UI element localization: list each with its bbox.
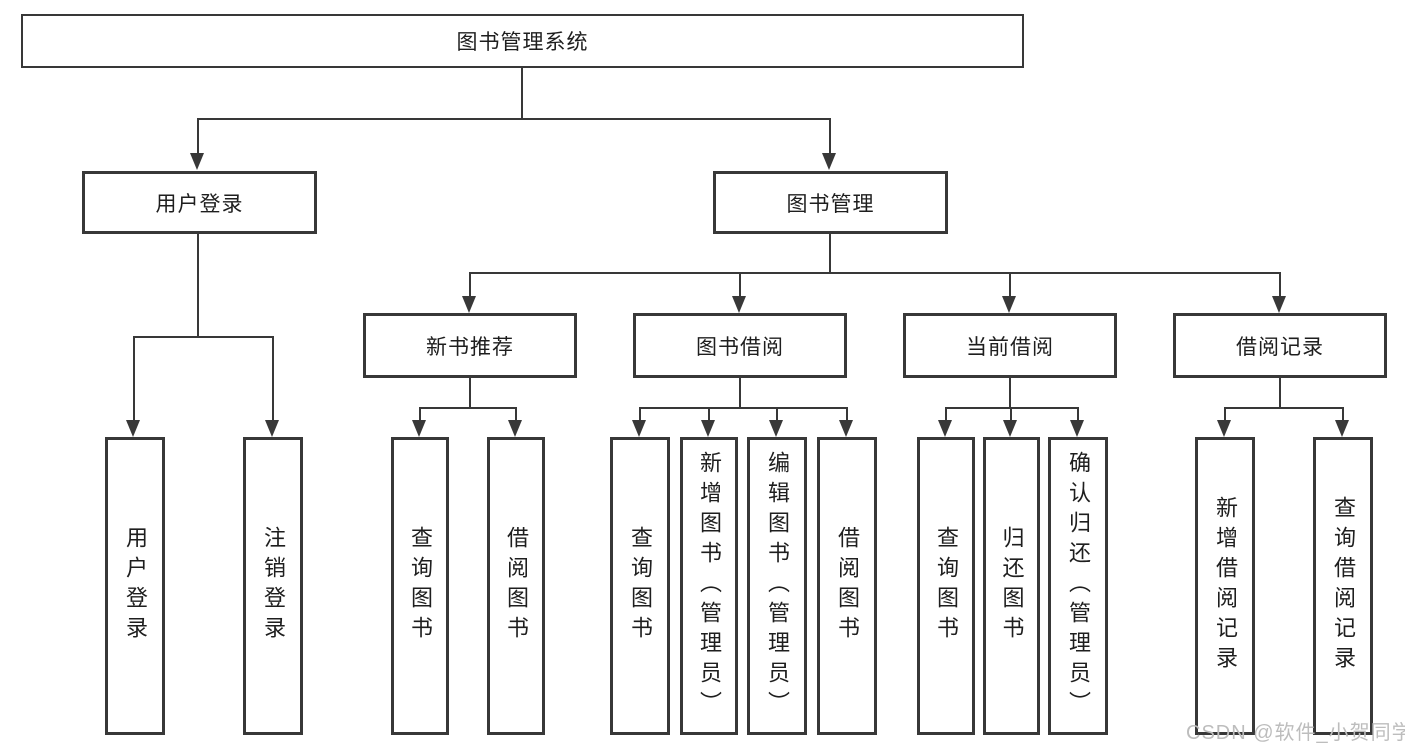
leaf-user-login: 用户登录: [105, 437, 165, 735]
leaf-query-books-3: 查询图书: [917, 437, 975, 735]
node-label: 新书推荐: [426, 335, 514, 359]
connector-line: [469, 272, 471, 298]
arrow-down-icon: [1003, 420, 1017, 437]
node-label: 当前借阅: [966, 335, 1054, 359]
leaf-query-books-1: 查询图书: [391, 437, 449, 735]
connector-line: [197, 234, 199, 338]
node-user-login: 用户登录: [82, 171, 317, 234]
leaf-logout: 注销登录: [243, 437, 303, 735]
connector-line: [829, 118, 831, 155]
leaf-label: 用户登录: [123, 526, 148, 646]
node-label: 图书管理系统: [456, 31, 589, 54]
leaf-return-books: 归还图书: [983, 437, 1040, 735]
connector-line: [1224, 407, 1226, 422]
connector-line: [829, 234, 831, 274]
node-label: 用户登录: [155, 192, 244, 216]
arrow-down-icon: [1217, 420, 1231, 437]
connector-line: [1279, 377, 1281, 409]
connector-line: [197, 118, 831, 120]
node-label: 图书管理: [786, 192, 875, 216]
arrow-down-icon: [732, 296, 746, 313]
connector-line: [945, 407, 1079, 409]
leaf-label: 归还图书: [999, 526, 1025, 646]
node-current-borrowing: 当前借阅: [903, 313, 1117, 378]
connector-line: [515, 407, 517, 422]
arrow-down-icon: [1335, 420, 1349, 437]
connector-line: [945, 407, 947, 422]
leaf-borrow-books-2: 借阅图书: [817, 437, 877, 735]
connector-line: [1009, 272, 1011, 298]
arrow-down-icon: [769, 420, 783, 437]
leaf-label: 查询图书: [934, 526, 959, 646]
arrow-down-icon: [701, 420, 715, 437]
arrow-down-icon: [632, 420, 646, 437]
leaf-label: 查询图书: [408, 526, 433, 646]
arrow-down-icon: [839, 420, 853, 437]
leaf-label: 查询借阅记录: [1331, 496, 1356, 676]
connector-line: [1010, 407, 1012, 422]
arrow-down-icon: [1002, 296, 1016, 313]
connector-line: [419, 407, 517, 409]
arrow-down-icon: [126, 420, 140, 437]
connector-line: [1279, 272, 1281, 298]
node-book-management: 图书管理: [713, 171, 948, 234]
leaf-add-borrow-record: 新增借阅记录: [1195, 437, 1255, 735]
leaf-label: 查询图书: [628, 526, 653, 646]
connector-line: [133, 336, 274, 338]
connector-line: [1077, 407, 1079, 422]
leaf-label: 编辑图书（管理员）: [765, 451, 790, 721]
leaf-confirm-return-admin: 确认归还（管理员）: [1048, 437, 1108, 735]
node-label: 图书借阅: [696, 335, 784, 359]
arrow-down-icon: [190, 153, 204, 170]
node-book-borrowing: 图书借阅: [633, 313, 847, 378]
connector-line: [846, 407, 848, 422]
connector-line: [469, 272, 1281, 274]
node-label: 借阅记录: [1236, 335, 1324, 359]
connector-line: [469, 377, 471, 409]
leaf-label: 新增借阅记录: [1213, 496, 1238, 676]
leaf-label: 注销登录: [261, 526, 286, 646]
arrow-down-icon: [265, 420, 279, 437]
connector-line: [639, 407, 848, 409]
connector-line: [739, 272, 741, 298]
arrow-down-icon: [508, 420, 522, 437]
arrow-down-icon: [822, 153, 836, 170]
leaf-label: 新增图书（管理员）: [697, 451, 722, 721]
connector-line: [521, 68, 523, 119]
leaf-query-borrow-record: 查询借阅记录: [1313, 437, 1373, 735]
connector-line: [1342, 407, 1344, 422]
connector-line: [1224, 407, 1344, 409]
connector-line: [272, 336, 274, 422]
leaf-edit-book-admin: 编辑图书（管理员）: [747, 437, 807, 735]
leaf-add-book-admin: 新增图书（管理员）: [680, 437, 738, 735]
node-borrowing-records: 借阅记录: [1173, 313, 1387, 378]
connector-line: [708, 407, 710, 422]
connector-line: [776, 407, 778, 422]
arrow-down-icon: [412, 420, 426, 437]
connector-line: [133, 336, 135, 422]
arrow-down-icon: [462, 296, 476, 313]
connector-line: [639, 407, 641, 422]
leaf-label: 借阅图书: [504, 526, 529, 646]
node-library-management-system: 图书管理系统: [21, 14, 1024, 68]
arrow-down-icon: [1070, 420, 1084, 437]
leaf-label: 确认归还（管理员）: [1066, 451, 1091, 721]
leaf-borrow-books-1: 借阅图书: [487, 437, 545, 735]
connector-line: [739, 377, 741, 409]
leaf-label: 借阅图书: [835, 526, 860, 646]
connector-line: [419, 407, 421, 422]
connector-line: [1009, 377, 1011, 409]
arrow-down-icon: [1272, 296, 1286, 313]
leaf-query-books-2: 查询图书: [610, 437, 670, 735]
node-new-book-recommendation: 新书推荐: [363, 313, 577, 378]
arrow-down-icon: [938, 420, 952, 437]
watermark-csdn: CSDN @软件_小贺同学: [1186, 722, 1405, 744]
connector-line: [197, 118, 199, 155]
